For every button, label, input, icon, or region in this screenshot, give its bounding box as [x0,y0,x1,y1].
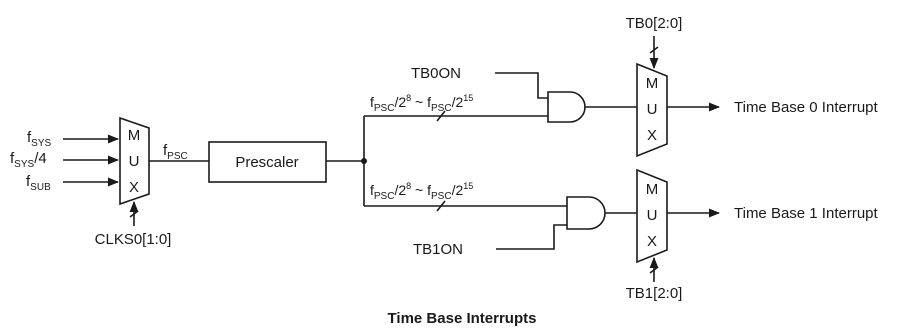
tb0-select-label: TB0[2:0] [626,15,683,32]
prescaler-block [208,141,327,183]
tb1-select-label: TB1[2:0] [626,285,683,302]
tb1-mux-letter-x: X [647,233,657,250]
input-mux-letter-u: U [129,153,140,170]
clks0-bus-slash [129,210,139,218]
input-mux [119,116,150,206]
tb0-and-gate [547,91,586,123]
tb0-bus-slash [436,110,446,122]
tb0on-label: TB0ON [411,65,461,82]
input-fsys4-label: fSYS/4 [10,150,47,170]
tb1-mux-letter-u: U [647,207,658,224]
tb1-mux-letter-m: M [646,181,659,198]
diagram-caption: Time Base Interrupts [388,310,537,327]
prescaler-label: Prescaler [235,154,298,171]
tb0-mux-letter-u: U [647,101,658,118]
tb1-and-gate [566,196,606,230]
tb1on-wire [496,224,567,250]
tb0-mux-letter-x: X [647,127,657,144]
tb1on-label: TB1ON [413,241,463,258]
fpsc-label: fPSC [163,142,188,162]
tb0-mux [636,62,668,158]
tb0on-wire [495,72,548,99]
tb1-bus-slash [436,200,446,212]
tb1-range-label: fPSC/28 ~ fPSC/215 [370,181,473,202]
input-fsub-label: fSUB [26,173,51,193]
input-mux-letter-x: X [129,179,139,196]
input-fsys-label: fSYS [27,129,52,149]
tb0-range-label: fPSC/28 ~ fPSC/215 [370,93,473,114]
clks0-label: CLKS0[1:0] [95,231,172,248]
tb0-select-bus-slash [649,46,659,54]
input-mux-letter-m: M [128,127,141,144]
tb0-mux-letter-m: M [646,75,659,92]
tb1-select-bus-slash [649,266,659,274]
tb1-mux [636,168,668,264]
tb1-output-label: Time Base 1 Interrupt [734,205,879,222]
tb0-output-label: Time Base 0 Interrupt [734,99,879,116]
